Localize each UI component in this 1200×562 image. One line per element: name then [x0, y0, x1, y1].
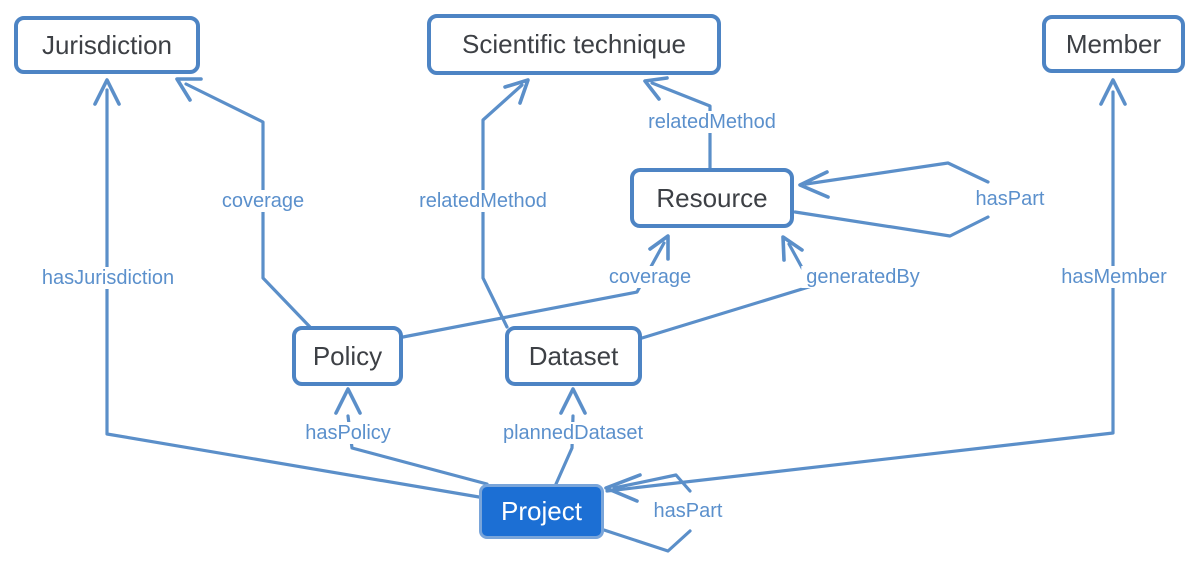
edge-haspart-resource-loop — [793, 161, 990, 238]
node-dataset: Dataset — [505, 326, 642, 386]
node-member: Member — [1042, 15, 1185, 73]
node-dataset-label: Dataset — [528, 340, 619, 371]
arrowhead-icon — [798, 170, 830, 199]
edge-coverage-resource — [401, 234, 670, 339]
edge-relatedmethod-resource — [643, 76, 712, 170]
node-jurisdiction-label: Jurisdiction — [41, 29, 173, 60]
arrowhead-icon — [648, 234, 670, 261]
node-scientific-technique-label: Scientific technique — [461, 29, 687, 59]
node-project-label: Project — [501, 496, 582, 526]
edge-relatedmethod-resource-line — [650, 81, 712, 170]
edge-haspart-project-loop — [602, 473, 692, 553]
edge-hasjurisdiction — [93, 78, 481, 499]
edge-label-haspolicy: hasPolicy — [300, 422, 396, 444]
arrowhead-icon — [1099, 78, 1127, 106]
edge-label-hasmember: hasMember — [1056, 266, 1172, 288]
edge-label-planneddataset: plannedDataset — [497, 422, 649, 444]
arrowhead-icon — [643, 76, 669, 101]
node-resource: Resource — [630, 168, 794, 228]
edge-haspart-project-upper — [612, 473, 692, 493]
node-jurisdiction: Jurisdiction — [14, 16, 200, 74]
node-policy: Policy — [292, 326, 403, 386]
arrowhead-icon — [93, 78, 121, 106]
edge-haspart-project-lower — [602, 528, 692, 553]
node-scientific-technique: Scientific technique — [427, 14, 721, 75]
node-policy-label: Policy — [312, 340, 383, 371]
edge-coverage-resource-line — [401, 241, 666, 339]
arrowhead-icon — [503, 78, 530, 105]
edge-label-hasjurisdiction: hasJurisdiction — [36, 267, 180, 289]
arrowhead-icon — [334, 387, 362, 415]
arrowhead-icon — [781, 235, 804, 262]
edge-label-haspart-project: hasPart — [648, 500, 728, 522]
arrowhead-icon — [559, 387, 587, 415]
arrowhead-icon — [175, 77, 203, 102]
edge-label-relatedmethod-dataset: relatedMethod — [414, 190, 552, 212]
edge-label-coverage-jurisdiction: coverage — [216, 190, 310, 212]
edge-haspart-resource-lower — [793, 210, 990, 238]
edge-hasmember — [605, 78, 1127, 493]
node-member-label: Member — [1065, 28, 1162, 59]
edge-hasjurisdiction-line — [105, 88, 481, 499]
node-project: Project — [479, 484, 604, 539]
edge-hasmember-line — [605, 90, 1115, 493]
node-resource-label: Resource — [656, 182, 768, 213]
edge-label-relatedmethod-resource: relatedMethod — [643, 111, 781, 133]
edge-label-haspart-resource: hasPart — [970, 188, 1050, 210]
edge-haspart-resource-upper — [804, 161, 990, 186]
edge-label-generatedby: generatedBy — [801, 266, 925, 288]
arrowhead-icon — [604, 473, 642, 503]
edge-label-coverage-resource: coverage — [603, 266, 697, 288]
